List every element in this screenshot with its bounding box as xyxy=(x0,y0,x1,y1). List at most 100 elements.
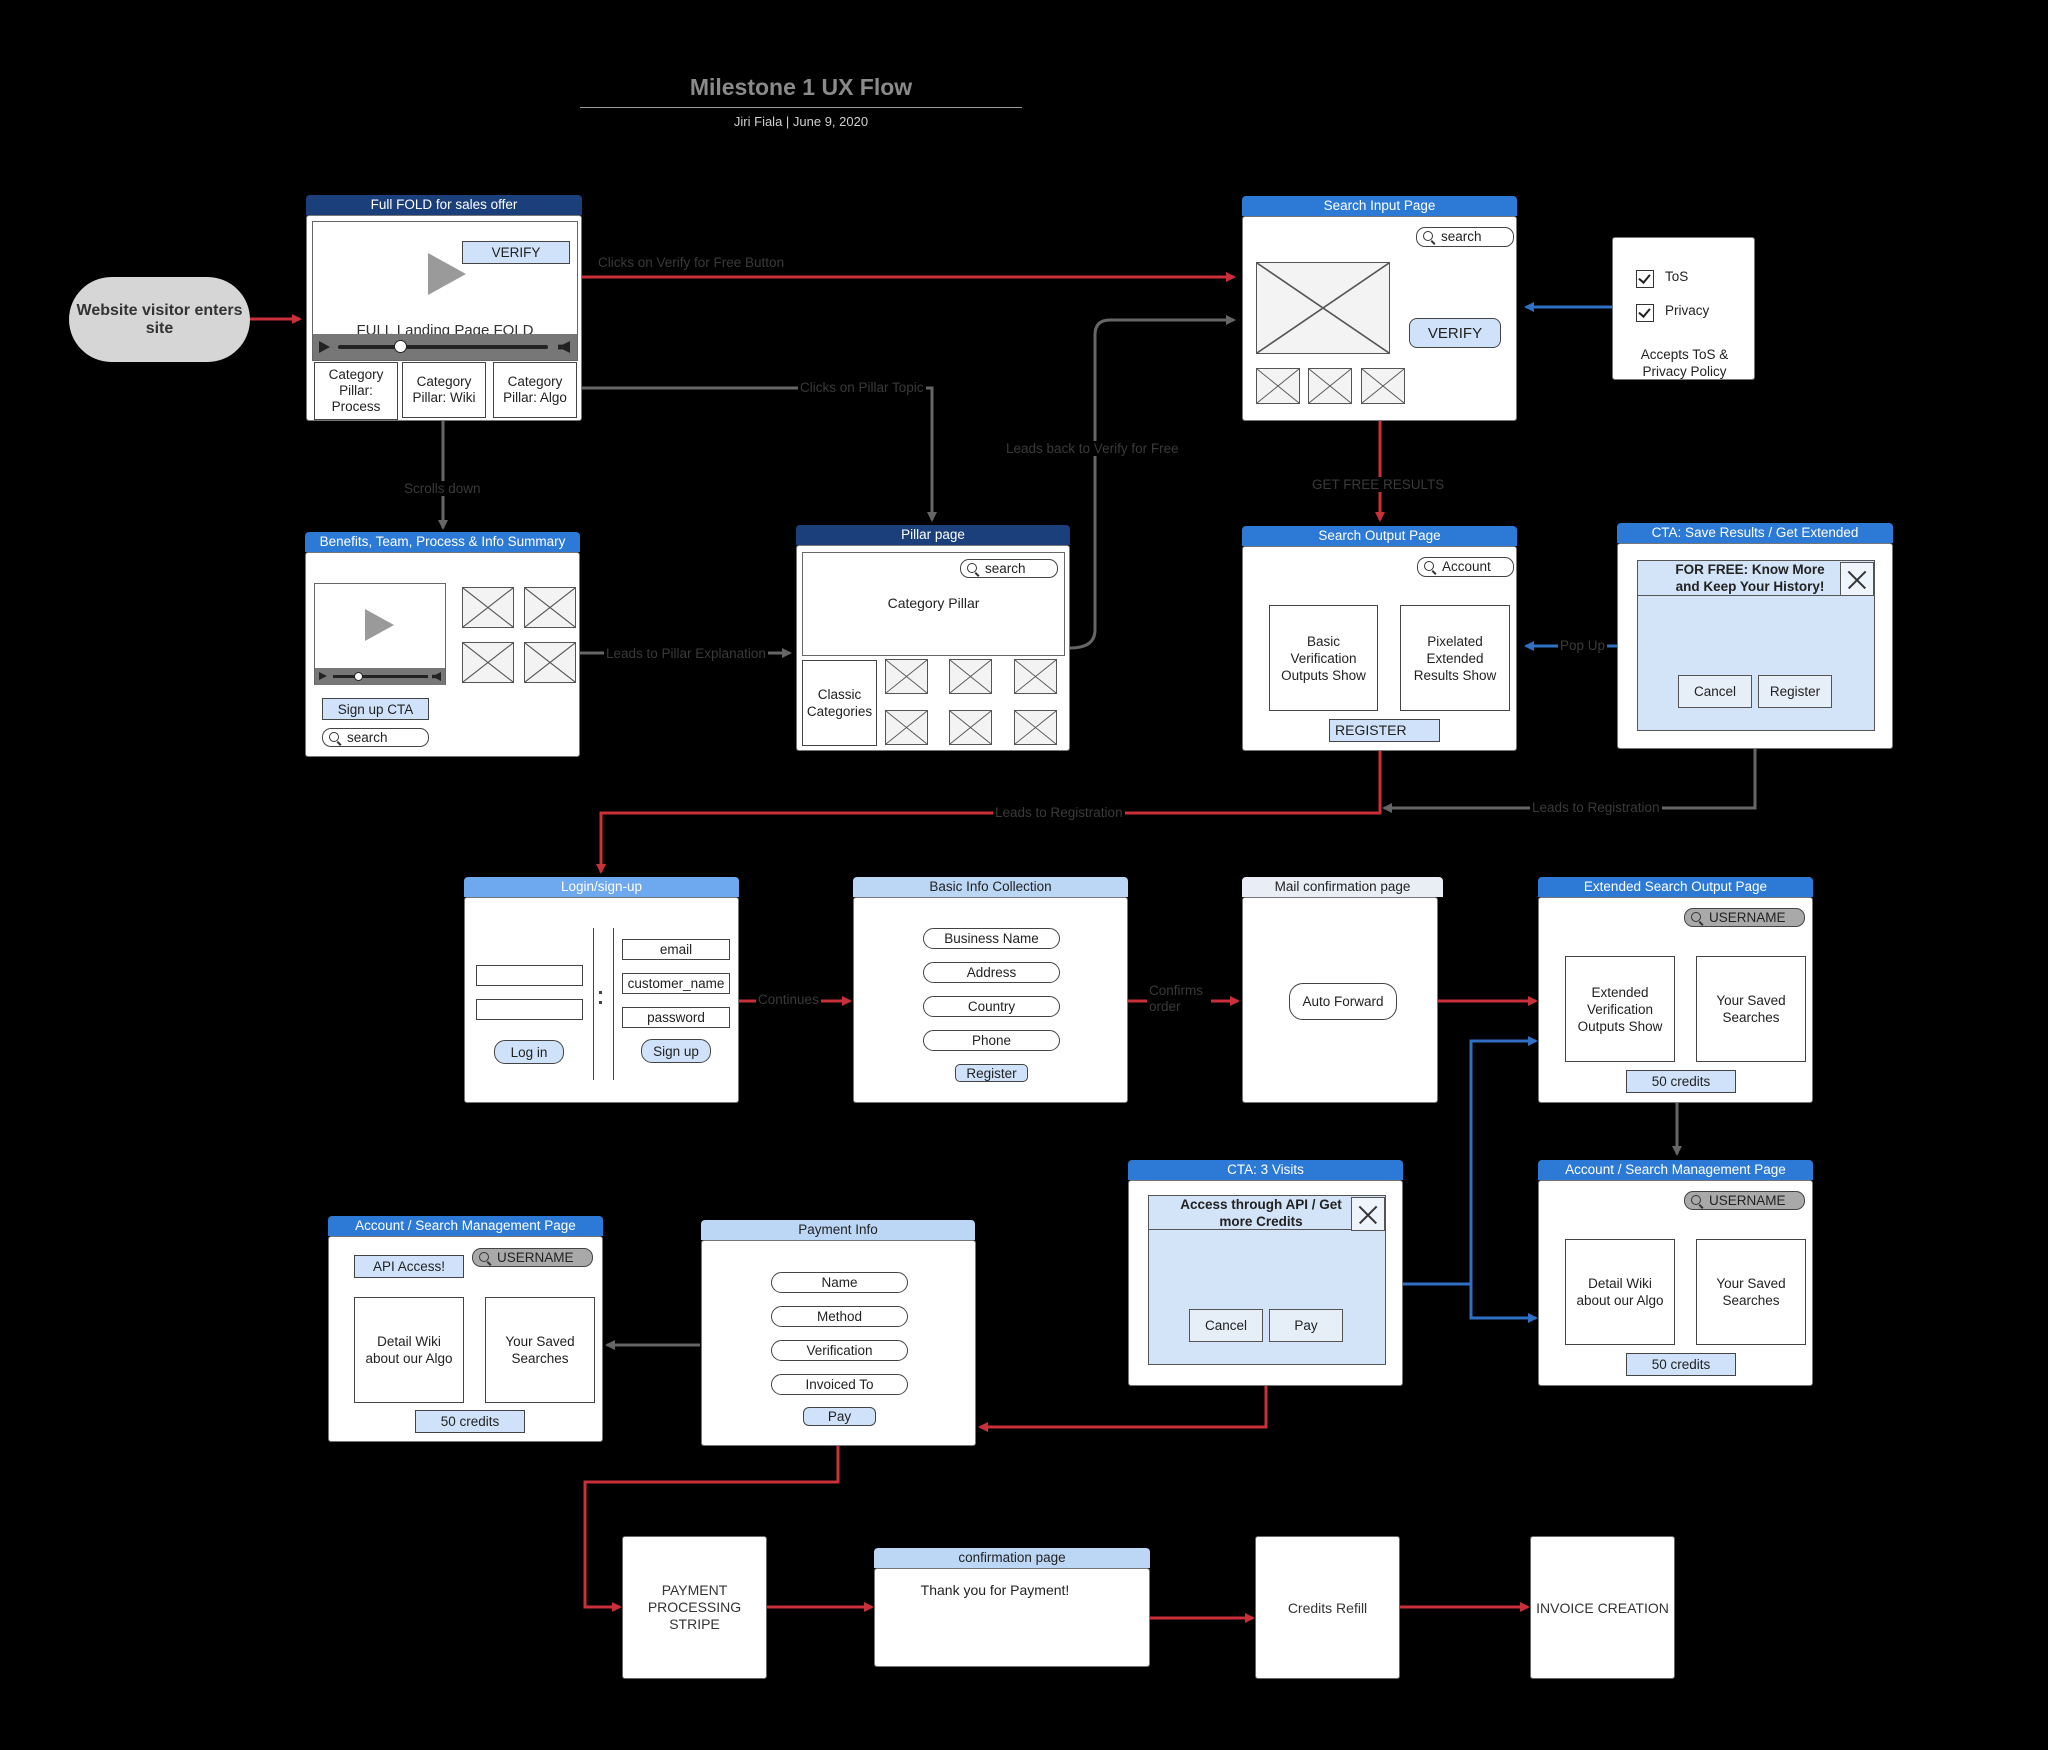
pillar-page-header: Pillar page xyxy=(796,525,1070,545)
pixelated-results-box: Pixelated Extended Results Show xyxy=(1400,605,1510,711)
confirmation-header: confirmation page xyxy=(874,1548,1150,1568)
customer-name-field[interactable]: customer_name xyxy=(622,973,730,994)
search-input[interactable]: search xyxy=(1416,227,1514,247)
register-button[interactable]: Register xyxy=(1758,675,1832,708)
close-icon[interactable] xyxy=(1840,562,1874,596)
verification-field[interactable]: Verification xyxy=(771,1340,908,1361)
verify-button[interactable]: VERIFY xyxy=(1409,318,1501,348)
account-field[interactable]: Account xyxy=(1417,557,1514,577)
extended-output-card: USERNAME Extended Verification Outputs S… xyxy=(1538,897,1813,1103)
search-input[interactable]: search xyxy=(322,728,429,747)
basic-outputs-box: Basic Verification Outputs Show xyxy=(1269,605,1378,711)
video-controls xyxy=(313,334,577,360)
invoiced-to-field[interactable]: Invoiced To xyxy=(771,1374,908,1395)
seek-handle[interactable] xyxy=(354,672,363,681)
phone-field[interactable]: Phone xyxy=(923,1030,1060,1051)
account-right-card: USERNAME Detail Wiki about our Algo Your… xyxy=(1538,1180,1813,1386)
algo-wiki-box[interactable]: Detail Wiki about our Algo xyxy=(354,1297,464,1403)
edge-label-scroll: Scrolls down xyxy=(402,481,483,496)
auto-forward-button[interactable]: Auto Forward xyxy=(1289,983,1397,1020)
seek-handle[interactable] xyxy=(394,340,407,353)
credits-badge: 50 credits xyxy=(1626,1353,1736,1376)
image-placeholder xyxy=(1014,710,1057,745)
search-placeholder: search xyxy=(347,730,388,745)
play-small-icon[interactable] xyxy=(319,672,327,680)
landing-header: Full FOLD for sales offer xyxy=(306,195,582,215)
search-placeholder: search xyxy=(1441,229,1482,244)
saved-searches-box[interactable]: Your Saved Searches xyxy=(1696,956,1806,1062)
video-player[interactable]: VERIFY FULL Landing Page FOLD xyxy=(312,221,578,361)
account-left-header: Account / Search Management Page xyxy=(328,1216,603,1236)
category-pillar-label: Category Pillar xyxy=(887,595,980,611)
basic-info-header: Basic Info Collection xyxy=(853,877,1128,897)
title-divider xyxy=(580,107,1022,108)
landing-card: VERIFY FULL Landing Page FOLD Category P… xyxy=(306,215,582,421)
search-input[interactable]: search xyxy=(960,559,1058,578)
cancel-button[interactable]: Cancel xyxy=(1189,1309,1263,1342)
image-placeholder xyxy=(1308,368,1352,404)
classic-categories[interactable]: Classic Categories xyxy=(802,660,877,746)
edge-visits-account xyxy=(1469,1284,1538,1323)
username-input[interactable] xyxy=(476,965,583,986)
register-button[interactable]: Register xyxy=(955,1064,1028,1082)
username-field[interactable]: USERNAME xyxy=(1684,1191,1805,1210)
privacy-checkbox[interactable] xyxy=(1636,304,1654,322)
username-field[interactable]: USERNAME xyxy=(472,1248,593,1267)
seek-bar[interactable] xyxy=(338,345,548,349)
benefits-header: Benefits, Team, Process & Info Summary xyxy=(305,532,580,552)
dialog-titlebar xyxy=(1638,561,1874,596)
password-input[interactable] xyxy=(476,999,583,1020)
edge-label-get-free: GET FREE RESULTS xyxy=(1310,477,1447,492)
pay-button[interactable]: Pay xyxy=(803,1407,876,1426)
cta-visits-dialog: Access through API / Get more Credits Ca… xyxy=(1148,1195,1386,1365)
account-left-card: API Access! USERNAME Detail Wiki about o… xyxy=(328,1236,603,1442)
divider xyxy=(613,928,614,1080)
signup-cta-button[interactable]: Sign up CTA xyxy=(322,698,429,720)
account-right-header: Account / Search Management Page xyxy=(1538,1160,1813,1180)
address-field[interactable]: Address xyxy=(923,962,1060,983)
hero-image-placeholder xyxy=(1256,262,1390,354)
play-small-icon[interactable] xyxy=(319,341,330,353)
method-field[interactable]: Method xyxy=(771,1306,908,1327)
algo-wiki-box[interactable]: Detail Wiki about our Algo xyxy=(1565,1239,1675,1345)
pillar-wiki-tab[interactable]: Category Pillar: Wiki xyxy=(402,362,486,418)
verify-button[interactable]: VERIFY xyxy=(462,241,570,264)
image-placeholder xyxy=(949,659,992,694)
payment-card: Name Method Verification Invoiced To Pay xyxy=(701,1240,976,1446)
edge-leads-registration xyxy=(596,750,1382,874)
invoice-creation: INVOICE CREATION xyxy=(1530,1536,1675,1679)
business-name-field[interactable]: Business Name xyxy=(923,928,1060,949)
volume-icon[interactable] xyxy=(432,672,441,681)
pillar-hero: search Category Pillar xyxy=(802,552,1065,656)
play-icon[interactable] xyxy=(365,609,394,641)
cancel-button[interactable]: Cancel xyxy=(1678,675,1752,708)
username-label: USERNAME xyxy=(1709,910,1786,925)
edge-pillar-click xyxy=(582,386,937,522)
close-icon[interactable] xyxy=(1351,1197,1385,1231)
country-field[interactable]: Country xyxy=(923,996,1060,1017)
username-field[interactable]: USERNAME xyxy=(1684,908,1805,927)
credits-badge: 50 credits xyxy=(1626,1070,1736,1093)
pillar-algo-tab[interactable]: Category Pillar: Algo xyxy=(493,362,577,418)
search-placeholder: search xyxy=(985,561,1026,576)
edge-label-registration-2: Leads to Registration xyxy=(1530,800,1662,815)
pillar-process-tab[interactable]: Category Pillar: Process xyxy=(314,362,398,420)
edge-label-leads-back: Leads back to Verify for Free xyxy=(1004,441,1181,456)
email-field[interactable]: email xyxy=(622,939,730,960)
login-button[interactable]: Log in xyxy=(494,1040,564,1064)
name-field[interactable]: Name xyxy=(771,1272,908,1293)
api-access-button[interactable]: API Access! xyxy=(354,1255,464,1278)
tos-checkbox[interactable] xyxy=(1636,270,1654,288)
signup-button[interactable]: Sign up xyxy=(641,1039,711,1063)
seek-bar[interactable] xyxy=(333,675,428,678)
benefits-video[interactable] xyxy=(314,583,446,685)
saved-searches-box[interactable]: Your Saved Searches xyxy=(485,1297,595,1403)
register-button[interactable]: REGISTER xyxy=(1329,719,1440,742)
volume-icon[interactable] xyxy=(558,341,570,353)
pay-button[interactable]: Pay xyxy=(1269,1309,1343,1342)
saved-searches-box[interactable]: Your Saved Searches xyxy=(1696,1239,1806,1345)
password-field[interactable]: password xyxy=(622,1007,730,1028)
cta-visits-card: Access through API / Get more Credits Ca… xyxy=(1128,1180,1403,1386)
edge-label-registration: Leads to Registration xyxy=(993,805,1125,820)
play-icon[interactable] xyxy=(428,253,466,295)
